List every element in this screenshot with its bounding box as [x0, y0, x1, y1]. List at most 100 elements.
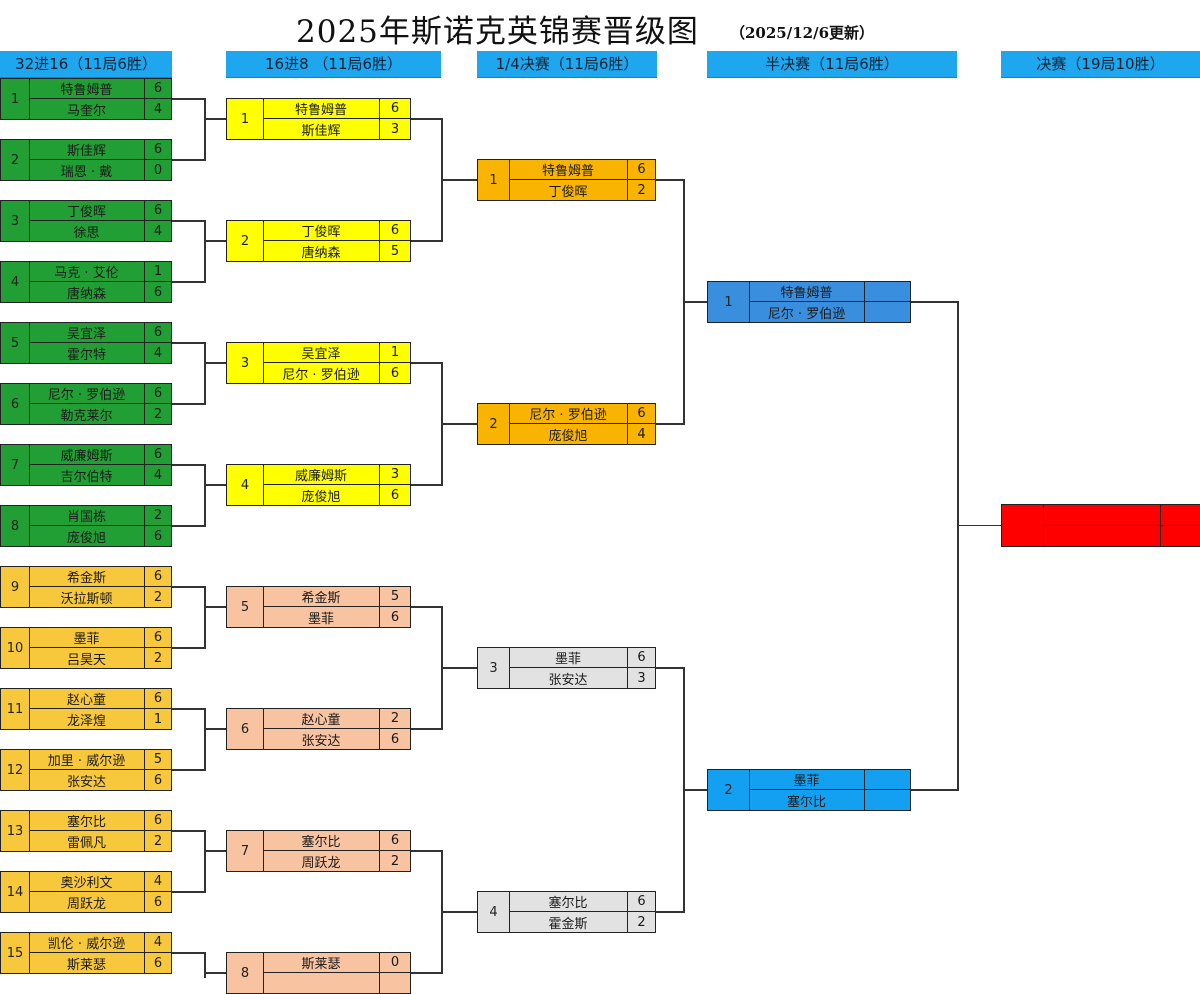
player-name: 吕昊天 — [66, 652, 106, 668]
connector-line — [204, 830, 206, 893]
match-box[interactable] — [1001, 504, 1200, 547]
match-number: 8 — [227, 953, 264, 993]
player-score — [864, 302, 910, 322]
connector-line — [411, 362, 441, 364]
player-name — [1043, 505, 1160, 525]
connector-line — [172, 464, 204, 466]
player-score: 5 — [144, 750, 171, 769]
connector-line — [957, 524, 1001, 526]
player-name: 庞俊旭 — [66, 530, 106, 546]
player-name: 庞俊旭 — [301, 489, 341, 505]
player-score: 4 — [144, 465, 171, 485]
player-name: 凯伦 · 威尔逊 — [47, 937, 126, 952]
connector-line — [204, 464, 206, 527]
player-score: 6 — [379, 831, 410, 850]
connector-line — [172, 830, 204, 832]
connector-line — [411, 728, 441, 730]
player-score: 6 — [379, 607, 410, 627]
player-score: 6 — [144, 79, 171, 98]
player-score: 6 — [144, 201, 171, 220]
player-score: 6 — [144, 323, 171, 342]
connector-line — [411, 850, 441, 852]
player-score: 2 — [627, 912, 655, 932]
connector-line — [656, 911, 683, 913]
player-score — [379, 973, 410, 993]
player-name: 丁俊晖 — [66, 205, 106, 220]
player-row — [1043, 525, 1200, 546]
connector-line — [656, 423, 683, 425]
player-score: 1 — [379, 343, 410, 362]
player-score: 0 — [379, 953, 410, 972]
player-name: 沃拉斯顿 — [60, 591, 113, 607]
player-name: 希金斯 — [301, 591, 341, 606]
connector-line — [172, 281, 204, 283]
player-score: 2 — [144, 587, 171, 607]
connector-line — [204, 98, 206, 161]
player-score — [864, 790, 910, 810]
round-header-2: 16进8 （11局6胜） — [226, 51, 441, 78]
match-number: 14 — [1, 872, 30, 912]
player-name: 霍金斯 — [548, 916, 588, 932]
player-row: 凯伦 · 威尔逊 4 — [29, 933, 171, 953]
player-score: 4 — [144, 933, 171, 952]
connector-line — [441, 911, 477, 913]
match-number: 10 — [1, 628, 30, 668]
update-date: （2025/12/6更新） — [730, 24, 875, 42]
player-score: 6 — [144, 526, 171, 546]
connector-line — [172, 525, 204, 527]
player-name: 特鲁姆普 — [780, 286, 833, 301]
match-number: 1 — [227, 99, 264, 139]
player-score — [864, 770, 910, 789]
player-row: 丁俊晖 6 — [29, 201, 171, 221]
match-number: 3 — [478, 648, 510, 688]
connector-line — [441, 179, 477, 181]
player-row: 庞俊旭 6 — [29, 526, 171, 546]
player-score: 0 — [144, 160, 171, 180]
connector-line — [204, 586, 206, 649]
player-name: 马克 · 艾伦 — [54, 266, 119, 281]
player-score: 2 — [379, 851, 410, 871]
